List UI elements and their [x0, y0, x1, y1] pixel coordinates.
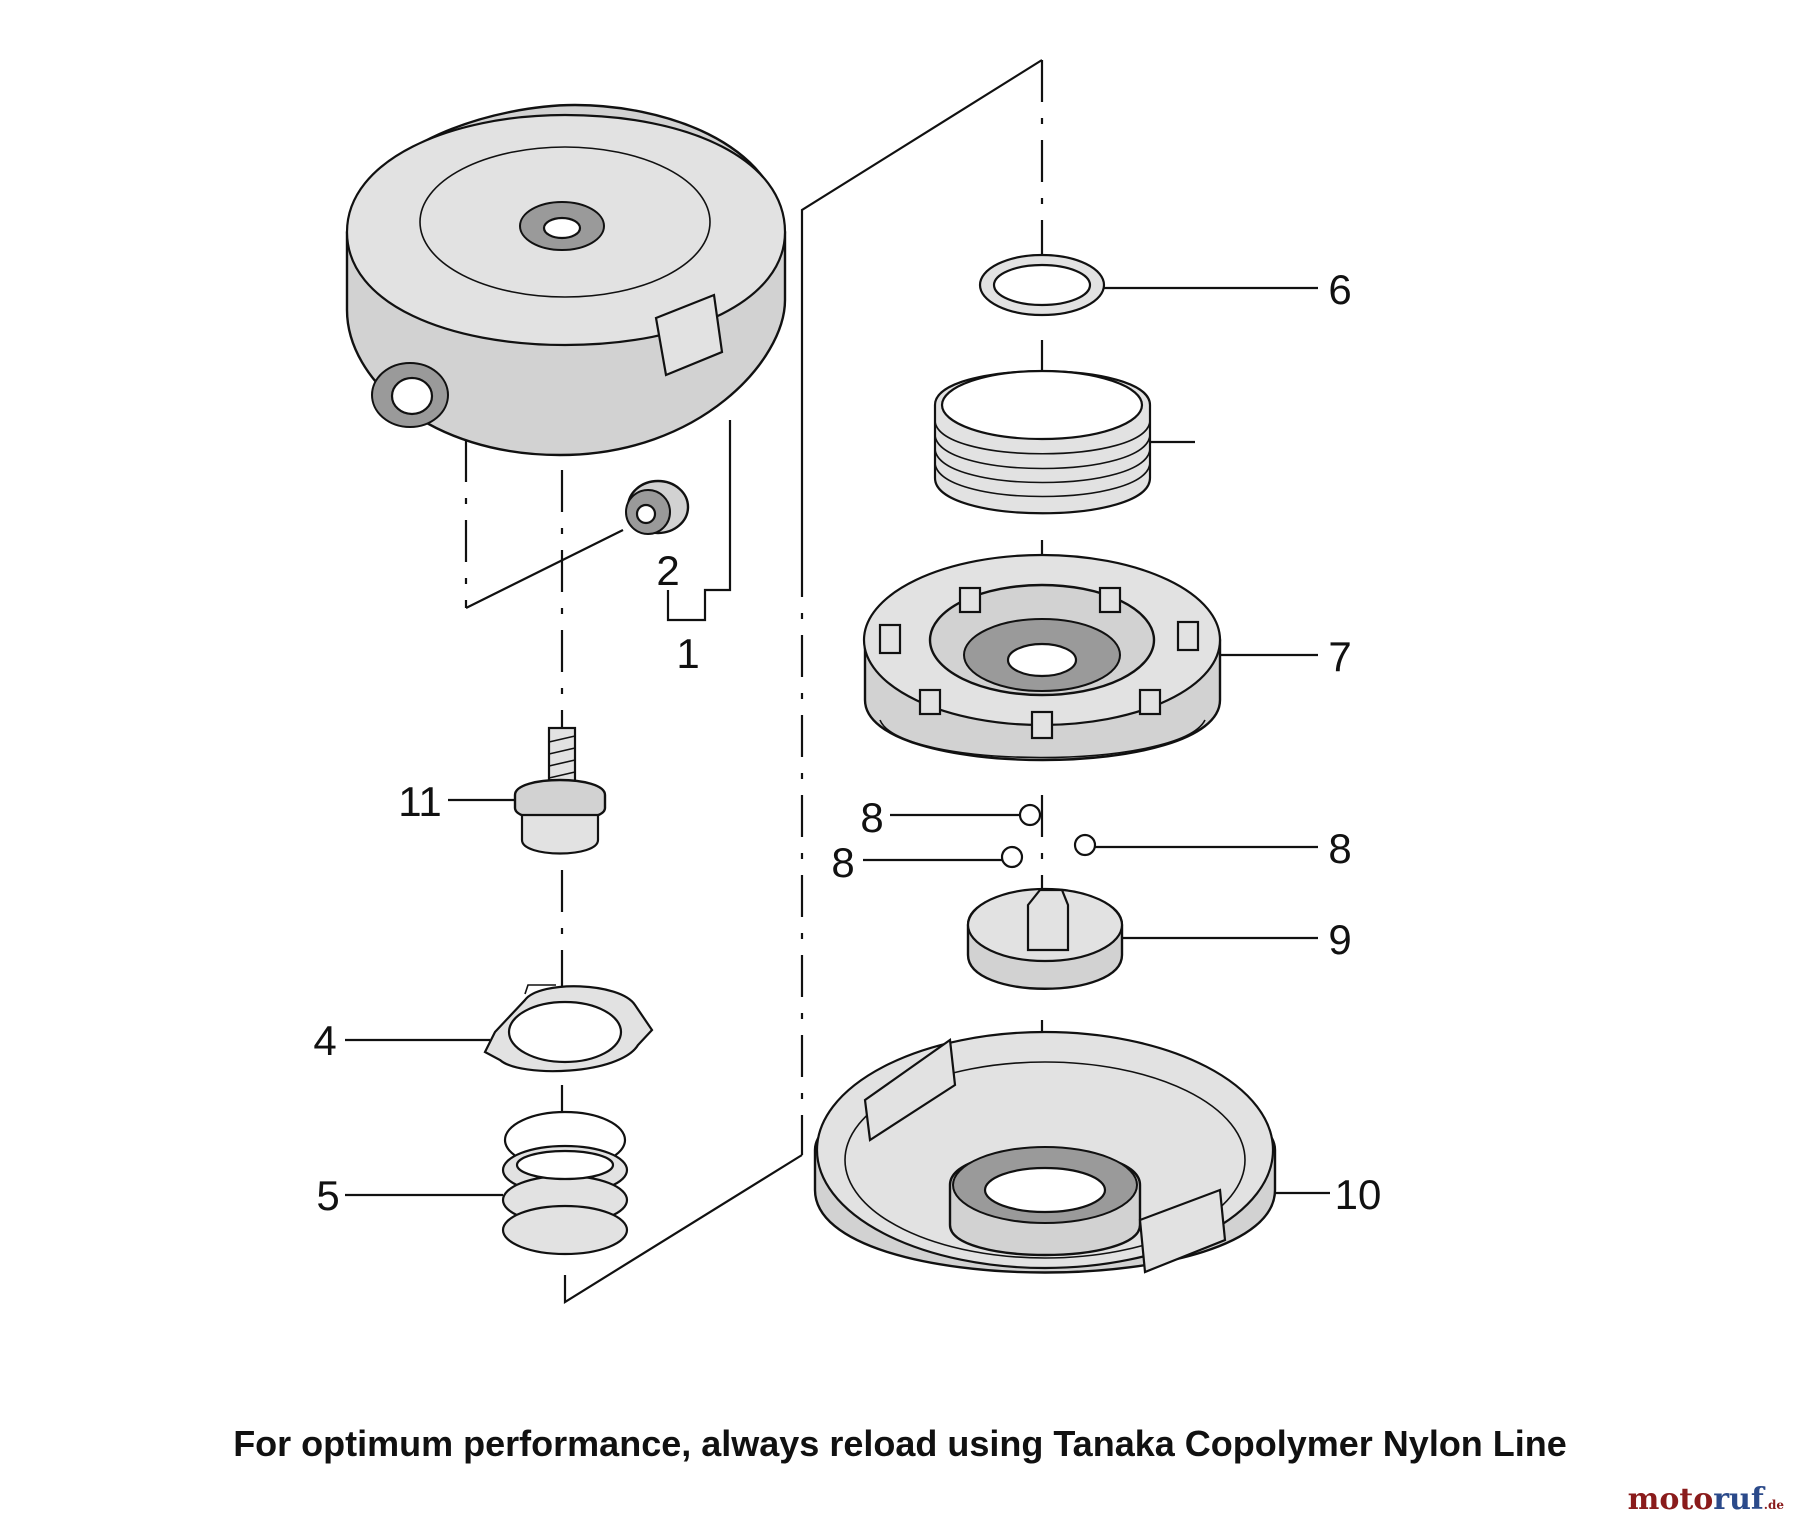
callout-8-lower: 8	[831, 839, 854, 886]
callout-4: 4	[313, 1017, 336, 1064]
callout-5: 5	[316, 1172, 339, 1219]
balls-part-8	[1000, 803, 1097, 869]
callout-7: 7	[1328, 633, 1351, 680]
caption: For optimum performance, always reload u…	[233, 1423, 1567, 1464]
bolt-part-11	[513, 726, 607, 855]
watermark-suffix: .de	[1763, 1498, 1784, 1512]
spool-cover-part-1	[345, 103, 787, 457]
callout-1: 1	[676, 630, 699, 677]
spring-part-5	[501, 1110, 629, 1256]
coil-spring	[933, 369, 1195, 515]
watermark-part2: ruf	[1713, 1482, 1764, 1517]
callout-8-upper: 8	[860, 794, 883, 841]
base-cover-part-10	[813, 1030, 1277, 1274]
watermark-part1: moto	[1627, 1482, 1714, 1517]
callout-11: 11	[398, 778, 442, 825]
callout-2: 2	[656, 547, 679, 594]
eyelet-part-2	[625, 479, 690, 535]
spool-part-7	[862, 553, 1222, 762]
callout-9: 9	[1328, 916, 1351, 963]
retainer-clip-part-4	[483, 984, 654, 1073]
callout-10: 10	[1335, 1171, 1382, 1218]
o-ring-part-6	[978, 253, 1106, 317]
watermark-logo: motoruf.de	[1628, 1482, 1784, 1517]
callout-numbers: 1 2 4 5 6 7 8 8 8 9 10 11	[313, 266, 1381, 1219]
callout-8-right: 8	[1328, 825, 1351, 872]
cam-part-9	[966, 887, 1124, 990]
callout-leaders	[345, 286, 1330, 1197]
callout-6: 6	[1328, 266, 1351, 313]
